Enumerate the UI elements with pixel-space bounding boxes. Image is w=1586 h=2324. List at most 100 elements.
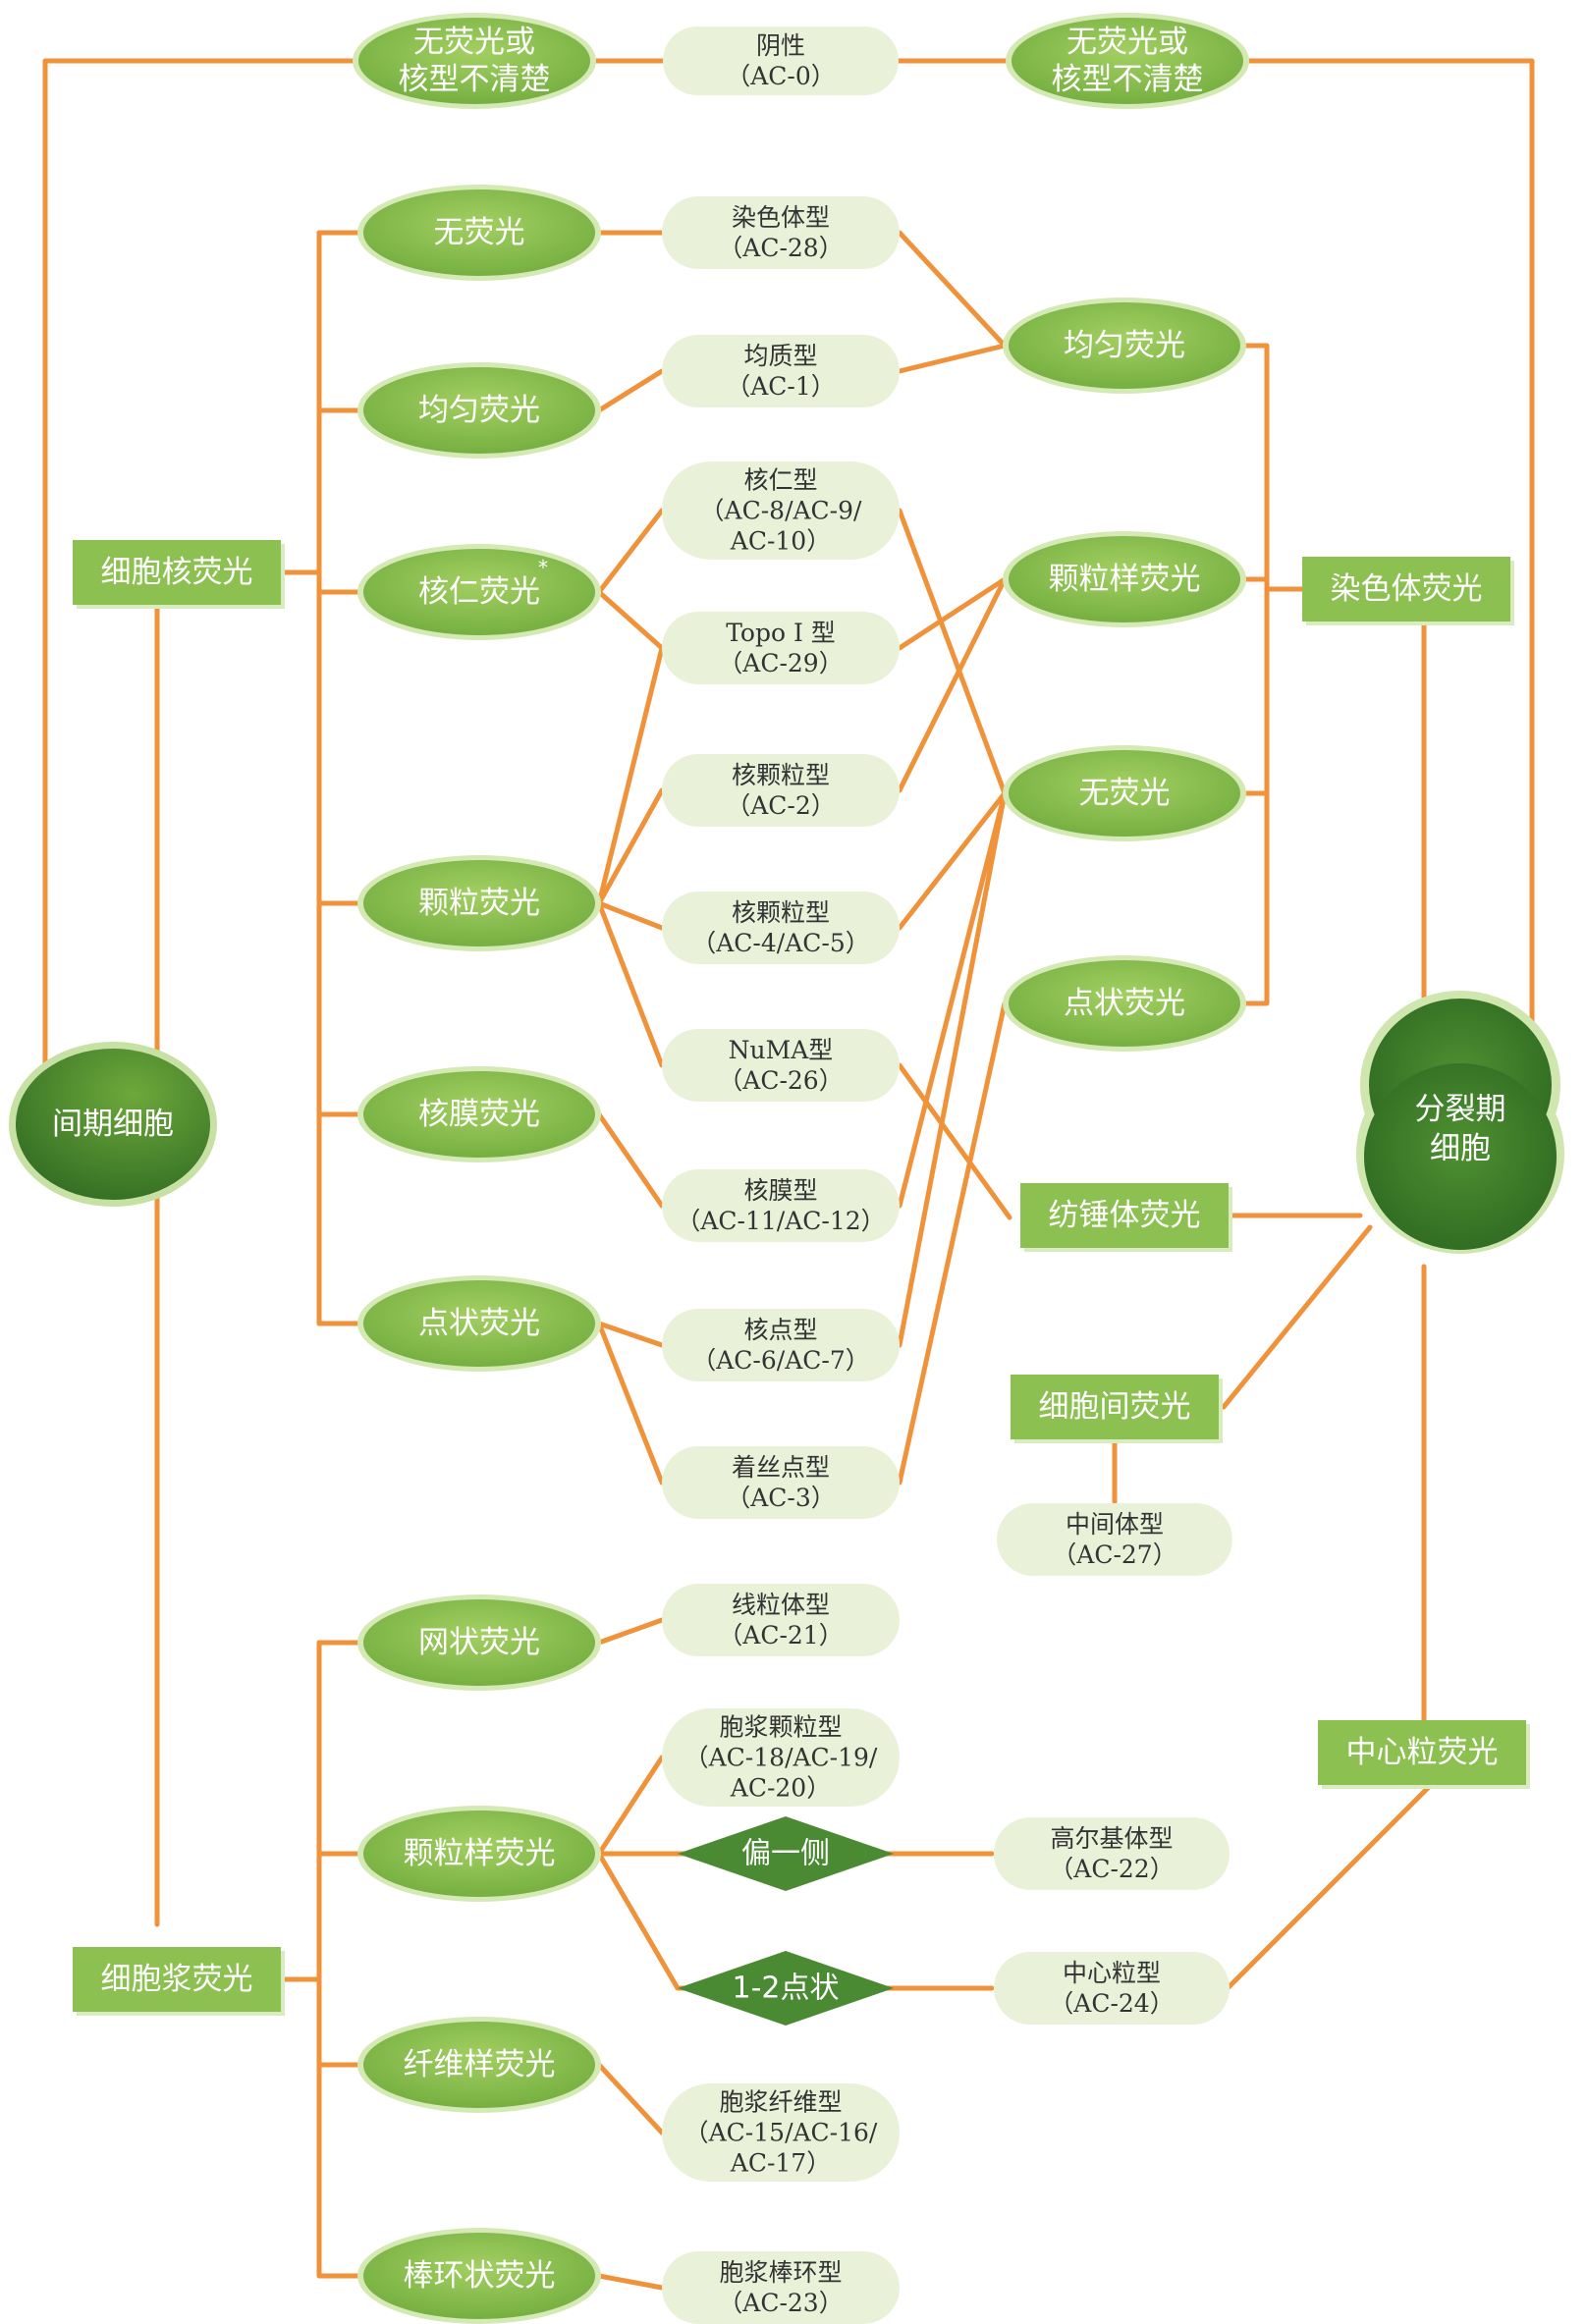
node-label: 细胞浆荧光: [101, 1962, 253, 1997]
node-label: 细胞间荧光: [1039, 1389, 1191, 1425]
midbody-type-pill-shape: [997, 1503, 1232, 1576]
node-label: 染色体荧光: [1331, 571, 1483, 607]
mitotic-root-shape-bottom: [1364, 1063, 1557, 1250]
connector-cyto-2: [596, 2062, 665, 2135]
cyto-type-pill-2-shape: [662, 2083, 900, 2182]
connector-nuc-type-8: [596, 1111, 665, 1209]
node-label: 无荧光: [1079, 776, 1171, 811]
node-label: NuMA型: [729, 1036, 834, 1064]
nuclear-pattern-oval-3: 颗粒荧光: [357, 855, 601, 951]
node-label: 无荧光: [434, 215, 525, 250]
connector-nuc-type-4: [596, 645, 665, 906]
connector-nuc-type-6: [596, 900, 665, 931]
node-label: 核颗粒型: [732, 761, 830, 789]
nuclear-type-pill-9: 着丝点型（AC-3）: [662, 1446, 900, 1519]
node-label: 核点型: [743, 1316, 817, 1344]
node-label: Topo I 型: [726, 619, 836, 647]
node-label: 胞浆棒环型: [719, 2258, 842, 2287]
node-label: 核颗粒型: [732, 898, 830, 927]
nuclear-type-pill-9-shape: [662, 1446, 900, 1519]
nuclear-type-pill-2-shape: [662, 461, 900, 560]
node-label: 棒环状荧光: [404, 2258, 556, 2294]
cyto-pattern-oval-1-shape: [363, 1811, 595, 1897]
node-label: （AC-2）: [726, 791, 836, 820]
cyto-pattern-oval-1: 颗粒样荧光: [357, 1806, 601, 1902]
connector-mit-bracket: [1241, 343, 1270, 1006]
connector-top-right: [1236, 58, 1535, 1063]
node-label: （AC-18/AC-19/: [684, 1744, 878, 1772]
chromosome-category-box-shape: [1302, 557, 1510, 622]
node-label: 纤维样荧光: [404, 2047, 556, 2082]
nuclear-pattern-oval-5: 点状荧光: [357, 1275, 601, 1372]
connector-type-mit-3: [897, 576, 1008, 793]
node-label: 细胞: [1430, 1131, 1491, 1166]
node-label: 颗粒样荧光: [1049, 562, 1201, 597]
spindle-category-box-shape: [1020, 1183, 1229, 1248]
mitotic-pattern-oval-0: 均匀荧光: [1003, 297, 1246, 394]
chromosome-category-box: 染色体荧光: [1302, 557, 1514, 625]
intercellular-category-box-shape: [1011, 1375, 1219, 1439]
node-label: （AC-27）: [1052, 1540, 1176, 1569]
dot-diamond: 1-2点状: [678, 1951, 894, 2026]
nucleolar-asterisk: *: [538, 556, 548, 579]
node-label: 均匀荧光: [418, 393, 540, 428]
nuclear-pattern-oval-1: 均匀荧光: [357, 362, 601, 459]
negative-pill-shape: [663, 27, 899, 95]
centriole-type-pill-shape: [994, 1952, 1230, 2025]
node-label: （AC-24）: [1049, 1989, 1174, 2018]
node-label: 核膜型: [743, 1176, 817, 1205]
node-label: 核型不清楚: [399, 62, 551, 97]
nuclear-pattern-oval-2: 核仁荧光*: [357, 544, 601, 640]
connector-type-mit-8: [897, 1000, 1008, 1486]
node-label: （AC-22）: [1049, 1855, 1174, 1883]
nuclear-type-pill-3: Topo I 型（AC-29）: [662, 612, 900, 684]
mitotic-pattern-oval-0-shape: [1009, 302, 1240, 389]
connector-type-mit-6: [897, 790, 1008, 1209]
node-label: AC-10）: [730, 527, 831, 556]
cyto-pattern-oval-0: 网状荧光: [357, 1594, 601, 1691]
nuclear-type-pill-6: NuMA型（AC-26）: [662, 1029, 900, 1102]
connector-type-mit-4: [897, 790, 1008, 931]
nuclear-type-pill-5: 核颗粒型（AC-4/AC-5）: [662, 892, 900, 964]
nuclear-pattern-oval-3-shape: [363, 860, 595, 946]
cyto-pattern-oval-2: 纤维样荧光: [357, 2017, 601, 2113]
nuclear-type-pill-0-shape: [662, 196, 900, 269]
node-label: 核仁型: [743, 466, 817, 495]
nuclear-type-pill-7: 核膜型（AC-11/AC-12）: [662, 1169, 900, 1242]
node-label: 均质型: [743, 342, 817, 370]
top-right-none-oval-shape: [1012, 18, 1243, 104]
connector-nuc-type-2: [596, 508, 665, 595]
node-label: （AC-11/AC-12）: [676, 1207, 885, 1235]
connector-type-mit-7: [897, 790, 1008, 1348]
cyto-type-pill-3: 胞浆棒环型（AC-23）: [662, 2251, 900, 2324]
cyto-pattern-oval-2-shape: [363, 2022, 595, 2108]
connector-type-mit-2: [897, 576, 1008, 651]
nuclear-type-pill-6-shape: [662, 1029, 900, 1102]
connector-type-mit-1: [897, 343, 1008, 374]
node-label: （AC-6/AC-7）: [691, 1346, 870, 1375]
mitotic-pattern-oval-3: 点状荧光: [1003, 955, 1246, 1052]
interphase-root: 间期细胞: [9, 1042, 217, 1207]
cyto-pattern-oval-0-shape: [363, 1599, 595, 1686]
cyto-category-box-shape: [73, 1947, 281, 2012]
node-label: 1-2点状: [733, 1972, 840, 2006]
nuclear-pattern-oval-1-shape: [363, 367, 595, 454]
cyto-type-pill-0: 线粒体型（AC-21）: [662, 1584, 900, 1656]
node-label: （AC-3）: [726, 1484, 836, 1512]
connector-nuc-type-9: [596, 1321, 665, 1348]
node-label: （AC-15/AC-16/: [684, 2119, 878, 2147]
spindle-category-box: 纺锤体荧光: [1020, 1183, 1232, 1252]
mitotic-pattern-oval-2: 无荧光: [1003, 745, 1246, 841]
node-label: 均匀荧光: [1064, 328, 1185, 363]
node-label: 核仁荧光: [418, 574, 540, 610]
cyto-type-pill-0-shape: [662, 1584, 900, 1656]
intercellular-category-box: 细胞间荧光: [1011, 1375, 1223, 1443]
node-label: 高尔基体型: [1050, 1824, 1173, 1853]
nuclear-type-pill-8-shape: [662, 1309, 900, 1381]
connector-cyto-0: [596, 1617, 665, 1646]
connector-nuc-type-10: [596, 1321, 665, 1486]
connector-type-mit-5: [897, 508, 1008, 796]
